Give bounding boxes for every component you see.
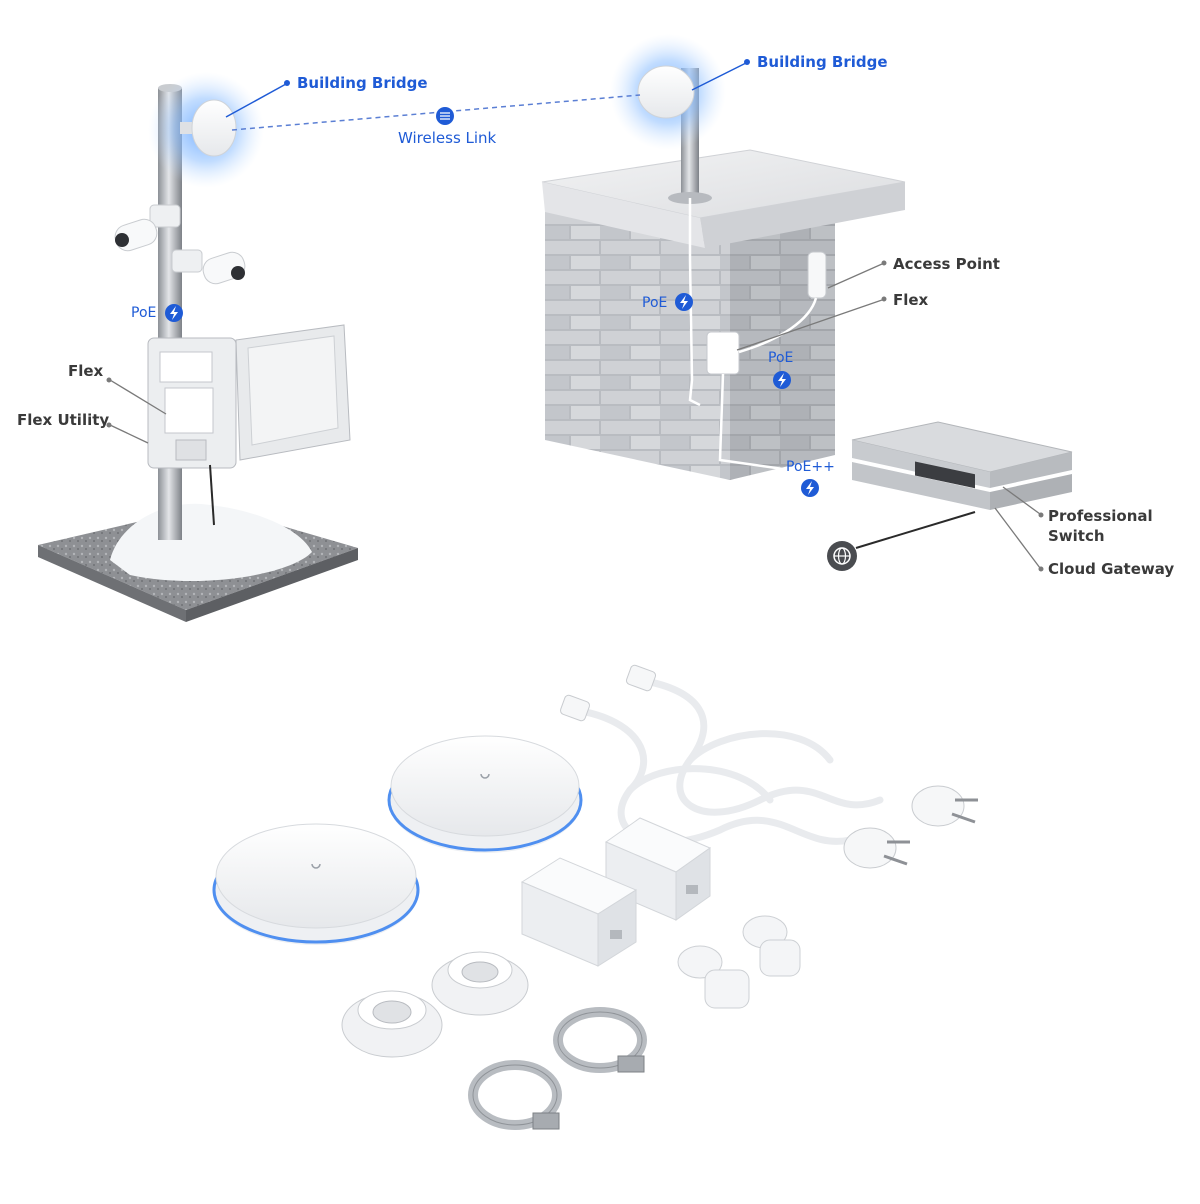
flex-device [706, 331, 740, 375]
label-cloud-gateway: Cloud Gateway [1048, 560, 1175, 578]
ring-nut-2 [341, 990, 443, 1058]
label-flex-utility: Flex Utility [17, 411, 110, 429]
camera-1 [114, 204, 181, 252]
power-cords [571, 676, 884, 846]
lightning-bolt-icon [801, 479, 819, 497]
lightning-bolt-icon [165, 304, 183, 322]
hose-clamp-1 [553, 1007, 647, 1073]
switch-stack [851, 421, 1073, 510]
gray-leaders [109, 263, 1041, 569]
package-contents [212, 664, 978, 1130]
hose-clamp-2 [468, 1060, 562, 1130]
bridge-unit-2 [212, 823, 420, 945]
label-flex-pole: Flex [68, 362, 104, 380]
mount-adapter-2 [677, 945, 750, 1009]
blue-leaders [225, 62, 747, 118]
bridge-left-dish [191, 99, 237, 157]
brick-wall-front [545, 200, 730, 480]
label-access-point: Access Point [893, 255, 1000, 273]
label-flex-building: Flex [893, 291, 929, 309]
label-poe-pole: PoE [131, 305, 157, 321]
label-building-bridge-left: Building Bridge [297, 74, 428, 92]
lightning-bolt-icon [773, 371, 791, 389]
wireless-link-line [231, 94, 641, 131]
label-professional-switch: Professional Switch [1048, 507, 1153, 545]
lightning-bolt-icon [675, 293, 693, 311]
label-poe-plus-plus: PoE++ [786, 459, 835, 475]
label-poe-wall-right: PoE [768, 350, 794, 366]
label-wireless-link: Wireless Link [398, 129, 497, 147]
camera-2 [171, 249, 246, 285]
building-scene [541, 34, 1073, 571]
poe-injector-2 [520, 857, 638, 967]
access-point-device [807, 251, 827, 299]
pole-scene [38, 72, 358, 622]
bridge-right-dish [637, 65, 695, 119]
label-poe-wall-left: PoE [642, 295, 668, 311]
enclosure-box [147, 324, 351, 526]
bridge-unit-1 [387, 735, 583, 853]
mount-adapter-1 [742, 915, 801, 977]
label-building-bridge-right: Building Bridge [757, 53, 888, 71]
poe-injector-1 [604, 817, 712, 921]
ring-nut-1 [431, 951, 529, 1016]
